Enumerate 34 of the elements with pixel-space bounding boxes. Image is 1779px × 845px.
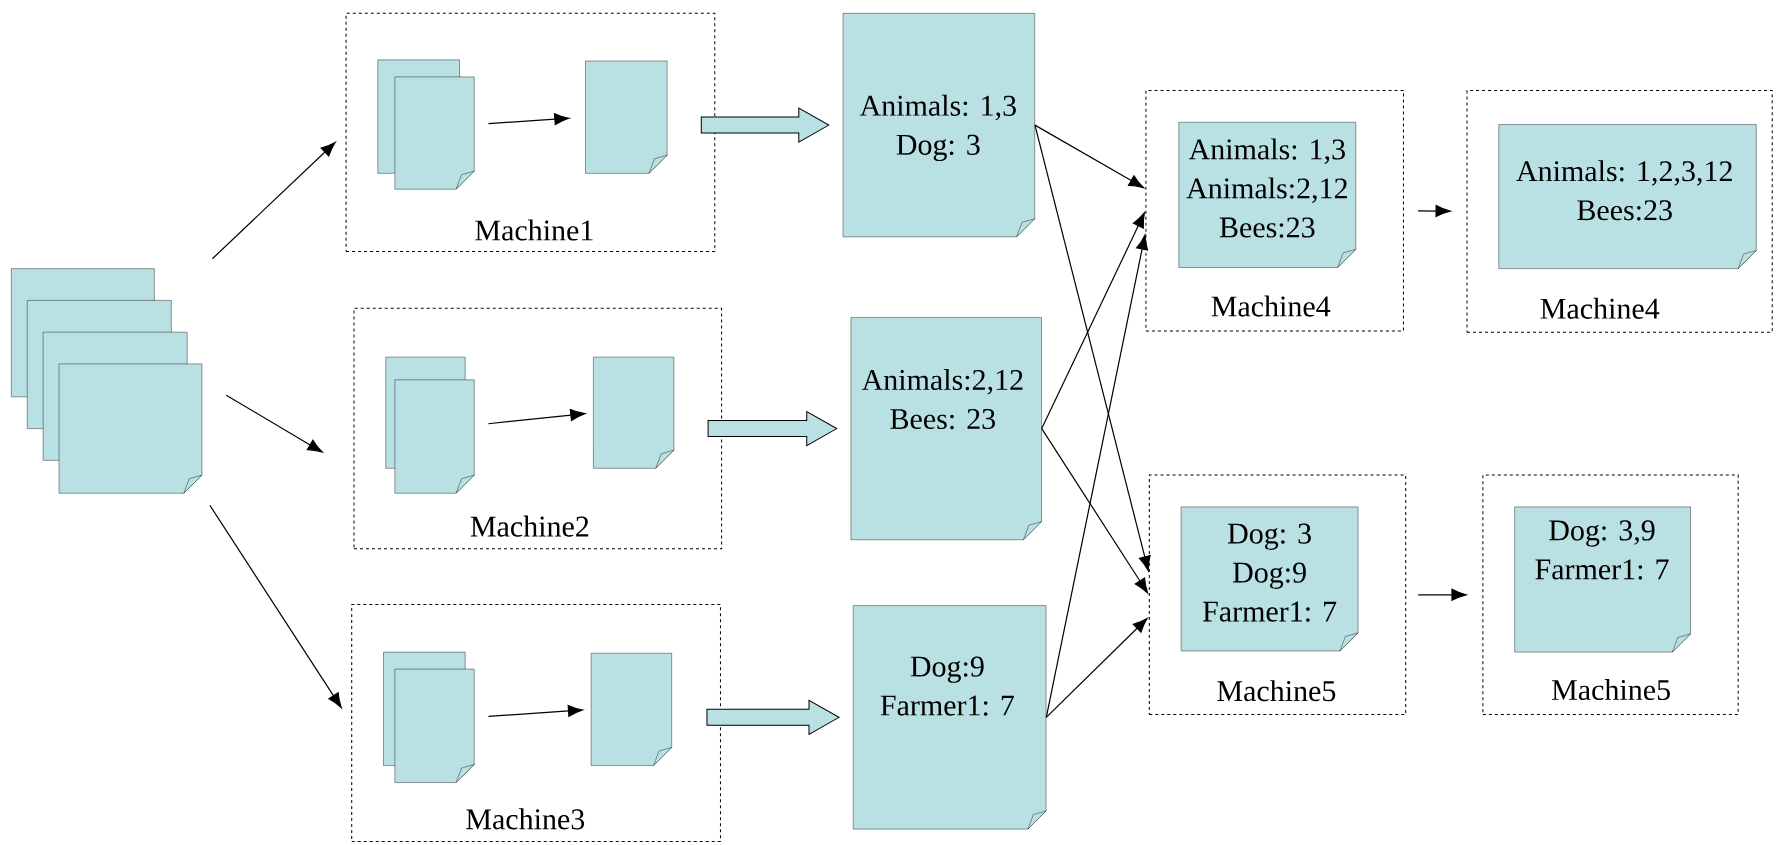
arrow xyxy=(209,504,342,709)
arrow xyxy=(1417,205,1451,218)
arrow xyxy=(1034,124,1144,189)
block-arrow xyxy=(707,411,838,447)
document: Dog:9 Farmer1: 7 xyxy=(853,605,1047,830)
arrow xyxy=(487,113,570,126)
machine-box: Machine2 xyxy=(353,307,723,550)
document: Animals: 1,3 Dog: 3 xyxy=(842,13,1035,238)
document: Animals: 1,3 Animals:2,12 Bees:23 xyxy=(1178,122,1356,268)
machine-box: Machine1 xyxy=(345,12,716,253)
document-stack xyxy=(377,59,475,190)
arrow xyxy=(1034,124,1151,572)
document: Dog: 3 Dog:9 Farmer1: 7 xyxy=(1180,506,1359,652)
arrow xyxy=(1041,212,1145,430)
document xyxy=(593,356,675,469)
arrow xyxy=(1045,617,1148,718)
machine-box: Machine3 xyxy=(351,603,721,843)
arrow xyxy=(1041,428,1149,594)
document-stack xyxy=(11,268,203,494)
arrow xyxy=(487,409,586,425)
document: Animals:2,12 Bees: 23 xyxy=(850,317,1042,540)
document: Dog: 3,9 Farmer1: 7 xyxy=(1514,506,1691,653)
arrow xyxy=(487,704,584,717)
document-stack xyxy=(385,356,475,494)
arrow xyxy=(1045,234,1149,718)
document-stack xyxy=(383,651,475,783)
document xyxy=(590,653,672,766)
arrow xyxy=(1417,588,1467,601)
block-arrow xyxy=(706,699,840,735)
arrow xyxy=(211,141,336,260)
document xyxy=(585,60,668,174)
document: Animals: 1,2,3,12 Bees:23 xyxy=(1498,124,1757,269)
block-arrow xyxy=(700,107,830,143)
arrow xyxy=(225,394,323,453)
